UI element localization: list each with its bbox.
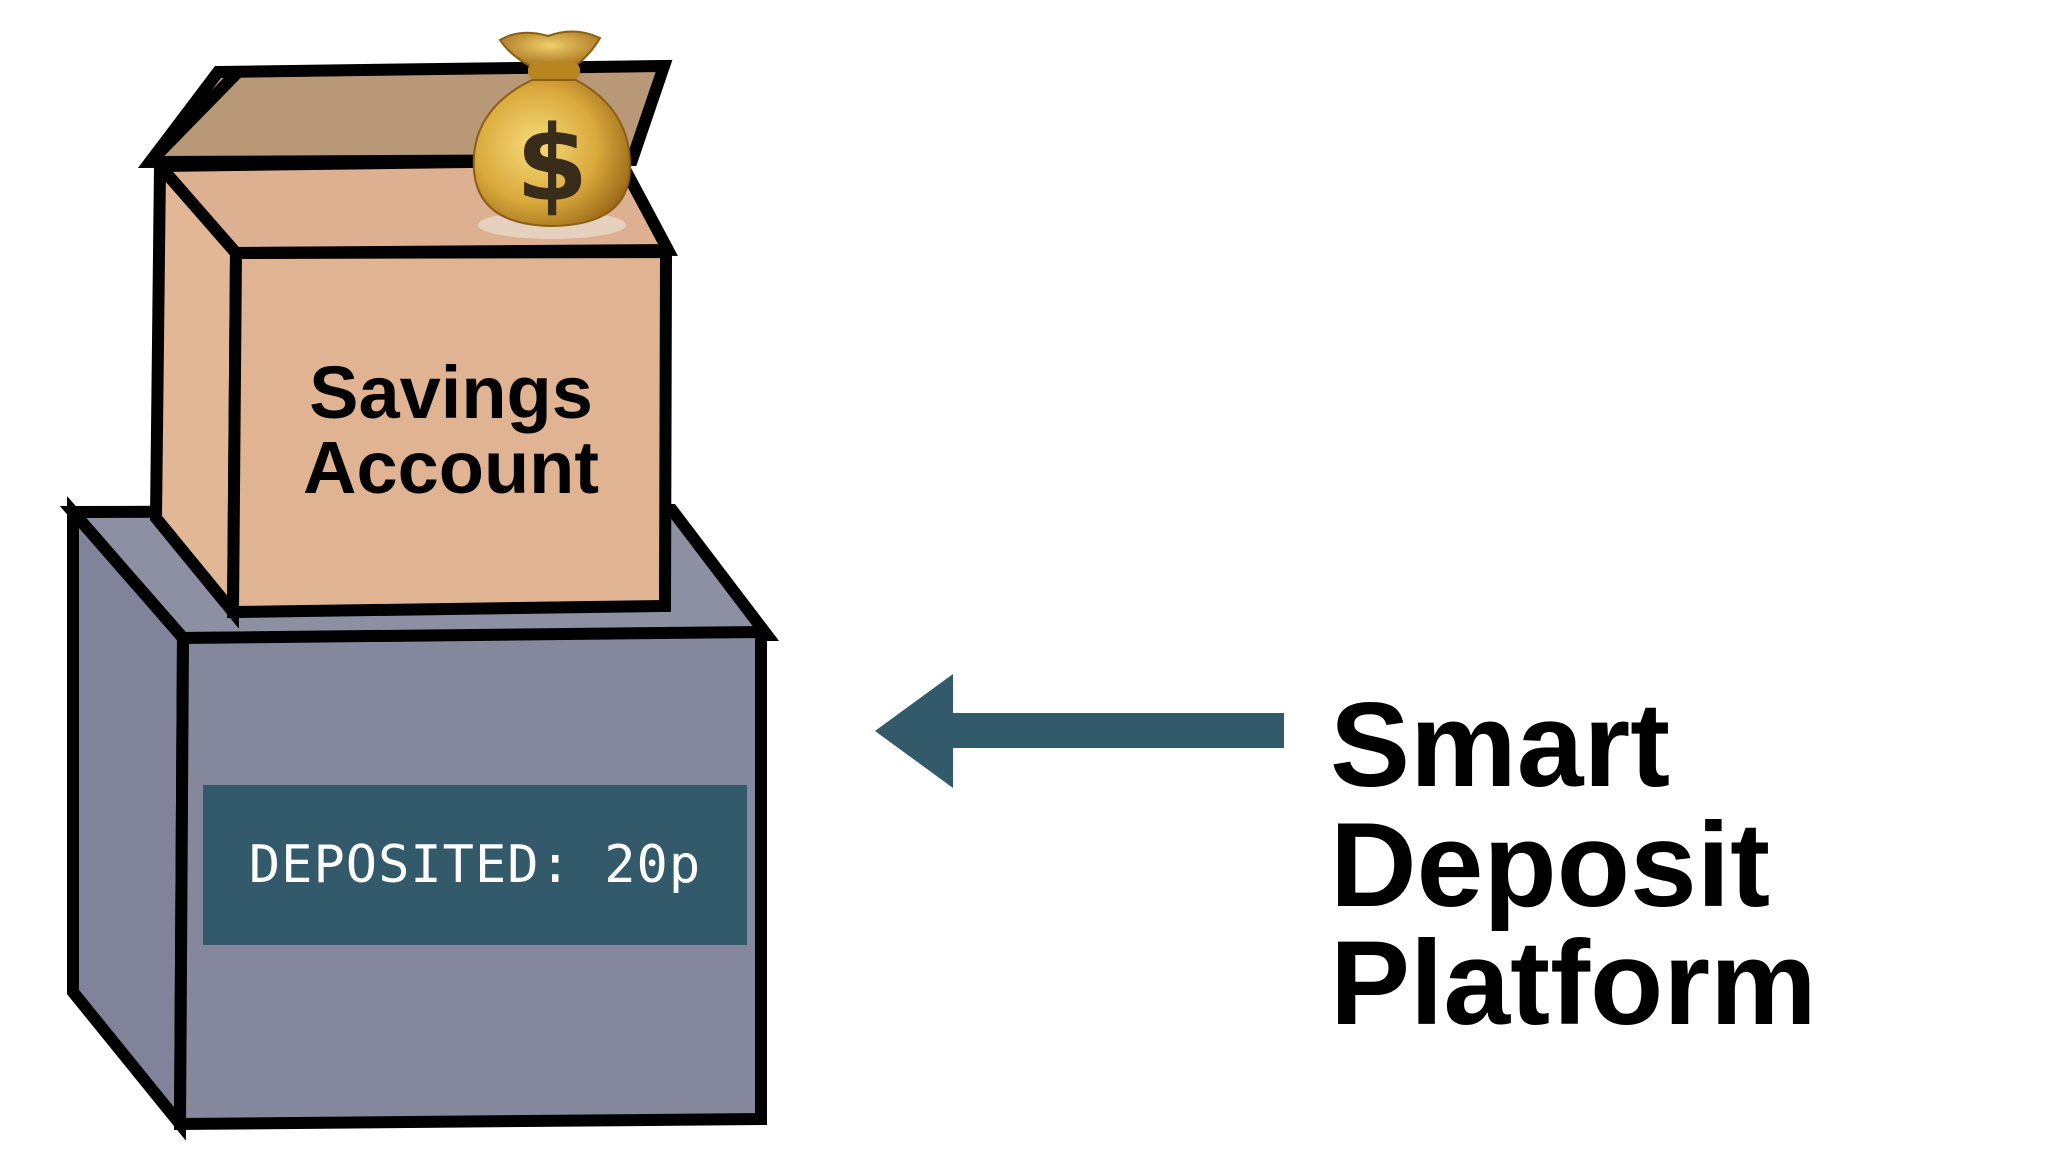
platform-label-line1: Smart [1330, 678, 1670, 812]
svg-text:$: $ [516, 103, 588, 225]
platform-label-line2: Deposit [1330, 798, 1770, 932]
savings-box-lid-edge [145, 67, 243, 167]
platform-label: Smart Deposit Platform [1330, 678, 1817, 1050]
arrow-left-icon [875, 674, 1284, 788]
deposit-display-text: DEPOSITED: 20p [249, 835, 701, 895]
deposit-display-panel [203, 785, 747, 945]
platform-label-line3: Platform [1330, 916, 1817, 1050]
platform-box: DEPOSITED: 20p [59, 496, 780, 1141]
money-bag-icon: $ [472, 30, 632, 239]
savings-box-label-line1: Savings [309, 351, 593, 434]
savings-box-label-line2: Account [303, 426, 599, 509]
savings-box-front [226, 245, 673, 619]
